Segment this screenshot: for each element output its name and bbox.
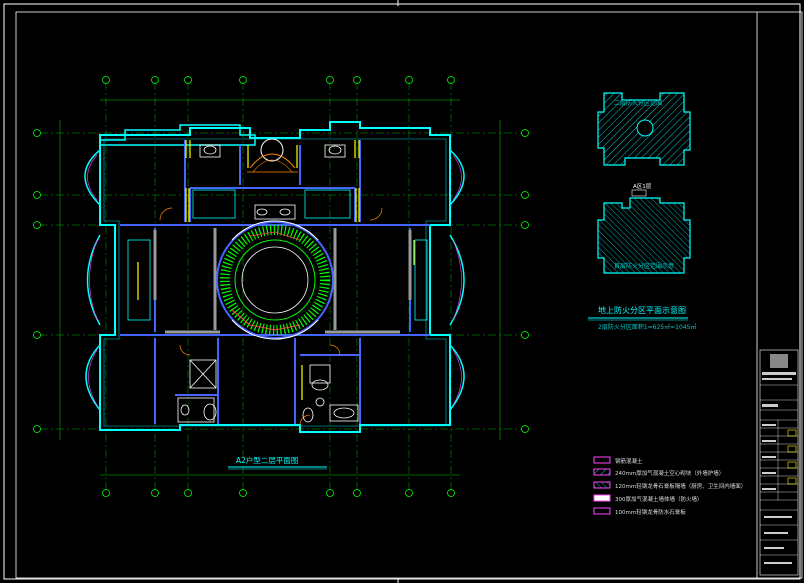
dimension-lines	[59, 99, 501, 476]
inset-upper: 二层防火分区范围	[597, 92, 691, 166]
legend-swatch-3	[593, 481, 611, 489]
doors	[159, 207, 383, 426]
inset-lower: A区1层 首层防火分区范围示意	[597, 183, 691, 274]
fire-zone-title-group: 地上防火分区平面示意图 2层防火分区面积1=625㎡=1045㎡	[588, 305, 696, 331]
legend-item-1: 钢筋混凝土	[615, 457, 643, 465]
legend-item-4: 300厚加气混凝土墙体墙（防火墙）	[615, 495, 703, 503]
top-center-feature	[247, 138, 298, 173]
floor-plan	[84, 121, 465, 433]
legend-swatch-5	[593, 507, 611, 515]
legend-swatch-1	[593, 456, 611, 464]
legend-item-2: 240mm厚加气混凝土空心砌块（外墙护墙）	[615, 469, 724, 477]
drawing-frame	[3, 0, 803, 583]
elevator-shaft	[189, 359, 217, 389]
fire-zone-subtitle: 2层防火分区面积1=625㎡=1045㎡	[598, 323, 696, 331]
fire-zone-title: 地上防火分区平面示意图	[598, 305, 686, 315]
bathroom-fixtures-bottom	[177, 364, 359, 423]
inset-upper-label: 二层防火分区范围	[614, 99, 662, 107]
legend-swatch-2	[593, 468, 611, 476]
plan-title-group: A2户型二层平面图	[228, 455, 327, 470]
plan-title: A2户型二层平面图	[236, 455, 298, 465]
windows	[137, 140, 415, 400]
axis-bubbles	[33, 76, 529, 497]
spiral-staircase	[216, 220, 334, 340]
legend-item-5: 100mm轻钢龙骨防水石膏板	[615, 508, 686, 516]
legend-swatch-4	[593, 494, 611, 502]
inset-lower-label: 首层防火分区范围示意	[614, 262, 674, 270]
bathroom-fixtures-top	[199, 144, 346, 220]
title-block	[759, 349, 799, 576]
material-legend: 钢筋混凝土 240mm厚加气混凝土空心砌块（外墙护墙） 120mm轻钢龙骨石膏板…	[593, 456, 746, 516]
inset-lower-tag: A区1层	[633, 183, 652, 190]
legend-item-3: 120mm轻钢龙骨石膏板隔墙（厨房、卫生间内墙面）	[615, 482, 746, 490]
